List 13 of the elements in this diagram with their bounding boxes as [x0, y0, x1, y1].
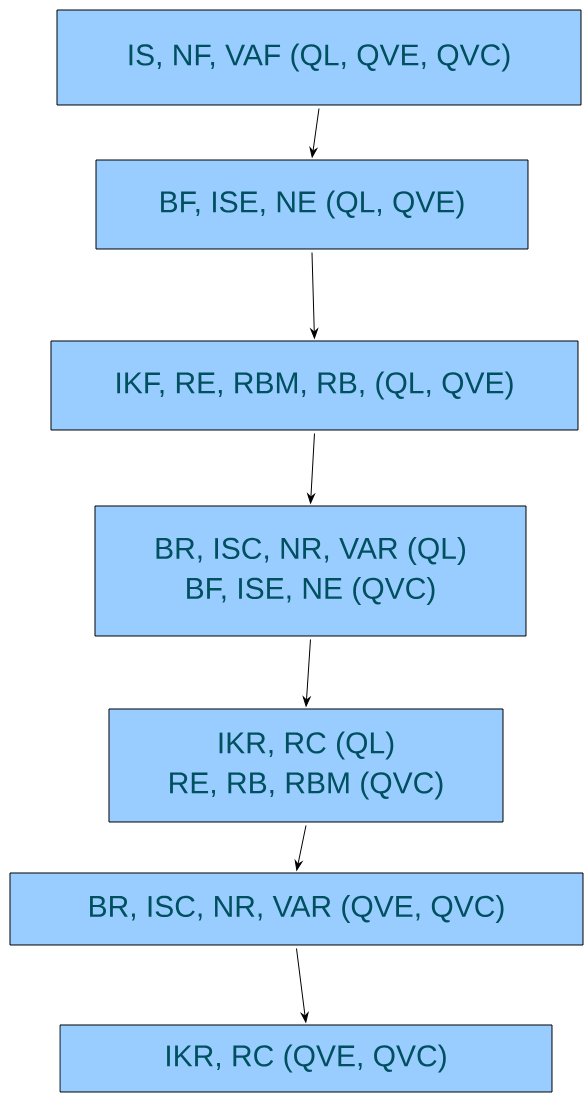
- arrow: [302, 639, 311, 707]
- process-box: BR, ISC, NR, VAR (QVE, QVC): [9, 872, 584, 946]
- arrow: [310, 252, 319, 339]
- process-box: IKR, RC (QVE, QVC): [59, 1024, 553, 1093]
- process-box: IS, NF, VAF (QL, QVE, QVC): [56, 9, 582, 106]
- arrow: [294, 825, 307, 871]
- process-box: BF, ISE, NE (QL, QVE): [95, 159, 529, 250]
- process-box: IKF, RE, RBM, RB, (QL, QVE): [50, 340, 579, 431]
- arrow: [307, 433, 315, 504]
- arrow: [309, 108, 320, 158]
- arrow: [296, 948, 309, 1023]
- process-box: BR, ISC, NR, VAR (QL) BF, ISE, NE (QVC): [94, 505, 527, 637]
- process-box: IKR, RC (QL) RE, RB, RBM (QVC): [108, 708, 504, 823]
